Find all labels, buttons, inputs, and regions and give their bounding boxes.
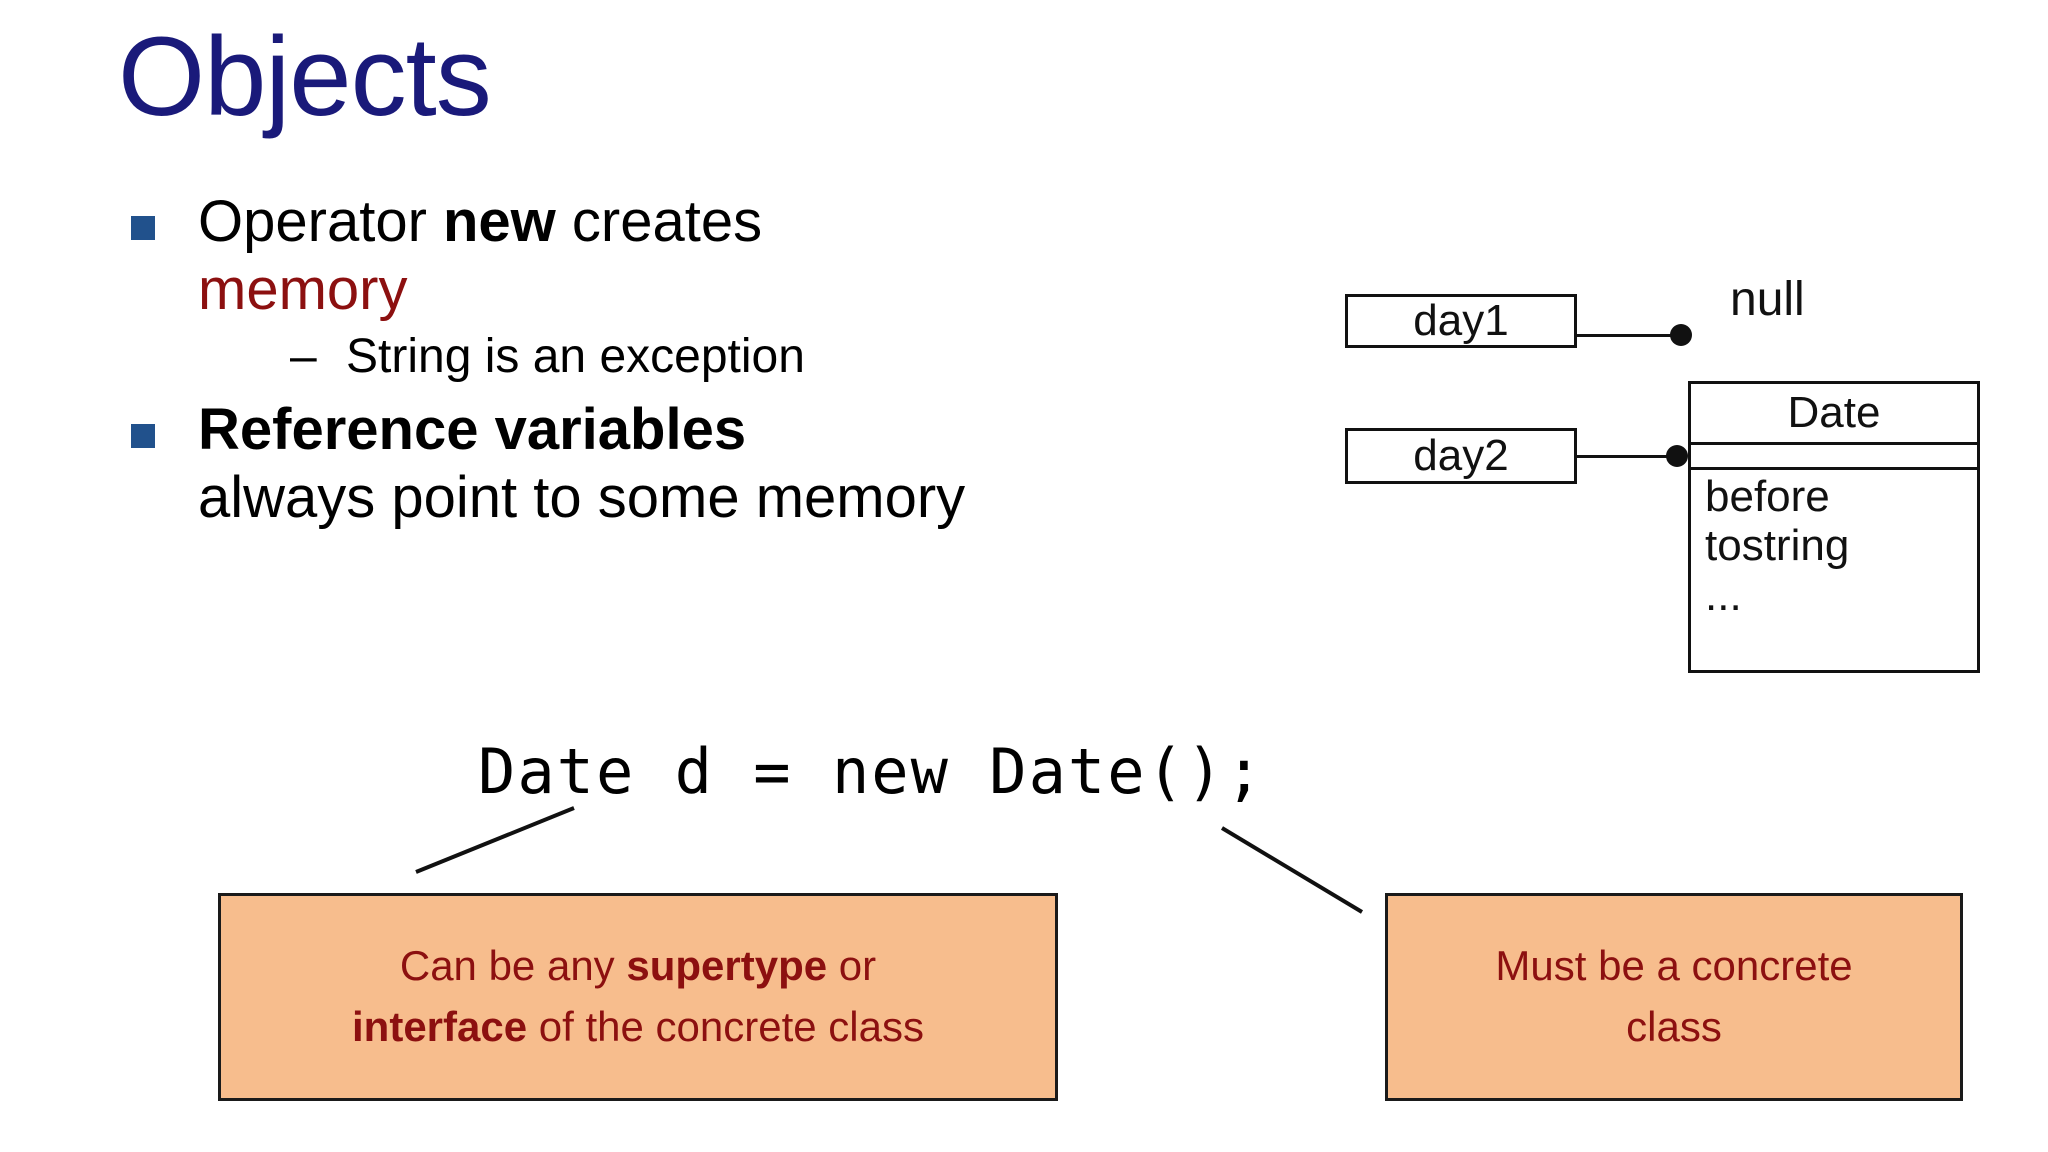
- sub-bullet-item-1: – String is an exception: [198, 329, 1300, 386]
- bullet-2-line-1: Reference variables: [198, 396, 747, 462]
- bullet-1-line-1: Operator new creates: [198, 188, 1300, 256]
- callout-left-text: Can be any supertype or interface of the …: [352, 936, 924, 1058]
- code-snippet: Date d = new Date();: [478, 735, 1265, 808]
- bullet-item-1: Operator new creates memory – String is …: [120, 188, 1300, 386]
- leader-line-right: [1220, 826, 1364, 914]
- bullet-list: Operator new creates memory – String is …: [120, 188, 1300, 532]
- callout-left-post-1: or: [827, 942, 877, 990]
- sub-bullet-1-label: String is an exception: [346, 329, 805, 383]
- square-bullet-icon: [131, 423, 155, 448]
- callout-right-line-1: Must be a concrete: [1495, 942, 1853, 990]
- bullet-1-text-post: creates: [555, 189, 763, 254]
- callout-box-left: Can be any supertype or interface of the …: [218, 893, 1058, 1101]
- dash-icon: –: [290, 329, 317, 383]
- bullet-1-text-pre: Operator: [198, 189, 443, 254]
- leader-line-left: [415, 806, 575, 874]
- bullet-1-text-bold: new: [443, 189, 556, 254]
- callout-left-bold-1: supertype: [626, 942, 828, 990]
- callout-left-pre: Can be any: [399, 942, 627, 990]
- callout-right-line-2: class: [1626, 1003, 1722, 1050]
- square-bullet-icon: [131, 216, 155, 240]
- bullet-item-2: Reference variables always point to some…: [120, 396, 1300, 533]
- page-title: Objects: [118, 14, 492, 139]
- callout-left-bold-2: interface: [352, 1003, 528, 1050]
- callout-box-right: Must be a concrete class: [1385, 893, 1963, 1101]
- callout-right-text: Must be a concrete class: [1495, 936, 1852, 1058]
- callout-left-post-2: of the concrete class: [527, 1003, 924, 1050]
- bullet-2-line-2: always point to some memory: [198, 464, 966, 530]
- bullet-1-line-2: memory: [198, 257, 408, 323]
